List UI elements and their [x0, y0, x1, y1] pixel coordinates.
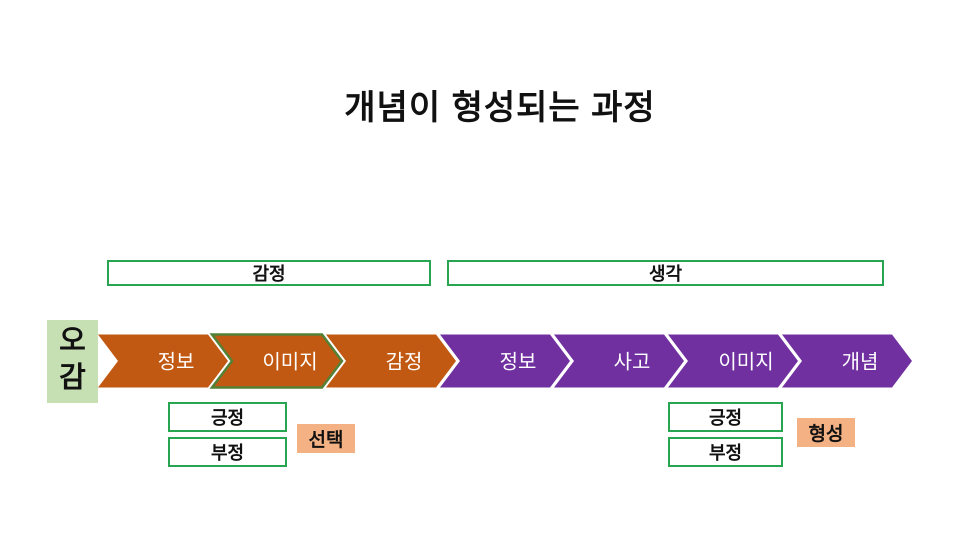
thought-positive-label: 긍정	[708, 408, 743, 428]
slide-title: 개념이 형성되는 과정	[344, 89, 656, 127]
thought-negative-box: 부정	[668, 437, 783, 467]
section-header-thought-label: 생각	[648, 264, 683, 284]
selection-tag: 선택	[297, 424, 355, 453]
arrow-shape-6	[668, 334, 798, 388]
emotion-negative-box: 부정	[168, 437, 287, 467]
five-senses-box: 오감	[47, 320, 98, 403]
emotion-positive-box: 긍정	[168, 402, 287, 432]
arrow-label-6: 이미지	[718, 351, 773, 374]
thought-negative-label: 부정	[708, 443, 743, 463]
section-header-emotion: 감정	[107, 260, 431, 286]
section-header-emotion-label: 감정	[252, 264, 286, 284]
emotion-positive-label: 긍정	[210, 408, 245, 428]
arrow-shape-1	[98, 334, 228, 388]
arrow-shape-7	[782, 334, 912, 388]
arrow-label-3: 감정	[386, 351, 423, 374]
arrow-label-2: 이미지	[262, 351, 317, 374]
section-header-thought: 생각	[447, 260, 884, 286]
arrow-label-7: 개념	[842, 351, 879, 374]
selection-tag-label: 선택	[308, 430, 344, 451]
process-arrow-row: 정보 이미지 감정 정보 사고 이미지 개념	[98, 333, 912, 389]
thought-positive-box: 긍정	[668, 402, 783, 432]
emotion-negative-label: 부정	[210, 443, 245, 463]
arrow-shape-2	[209, 333, 344, 389]
arrow-shape-4	[440, 334, 570, 388]
formation-tag-label: 형성	[808, 424, 844, 445]
arrow-shape-5	[554, 334, 684, 388]
arrow-shape-3	[326, 334, 456, 388]
arrow-label-1: 정보	[158, 351, 195, 374]
formation-tag: 형성	[797, 418, 855, 447]
arrow-label-5: 사고	[614, 351, 651, 374]
arrow-label-4: 정보	[500, 351, 537, 374]
